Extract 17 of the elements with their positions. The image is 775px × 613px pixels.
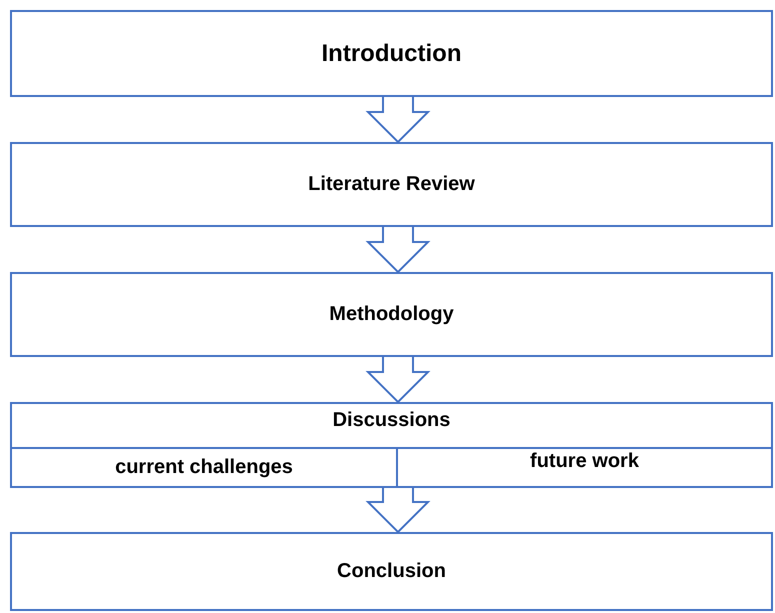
- box-label: Discussions: [332, 408, 450, 433]
- block-arrow: [366, 356, 430, 404]
- block-arrow: [366, 96, 430, 144]
- box-label: future work: [530, 449, 639, 474]
- process-box: [10, 142, 773, 227]
- box-label: current challenges: [115, 455, 293, 480]
- process-box: [10, 10, 773, 97]
- process-box: [10, 272, 773, 357]
- box-label: Literature Review: [308, 172, 475, 197]
- process-box: [10, 402, 773, 488]
- box-label: Introduction: [322, 38, 462, 68]
- process-box: [12, 447, 398, 486]
- process-box: [10, 532, 773, 611]
- block-arrow: [366, 487, 430, 534]
- box-label: Conclusion: [337, 559, 446, 584]
- box-label: Methodology: [329, 302, 454, 327]
- block-arrow: [366, 226, 430, 274]
